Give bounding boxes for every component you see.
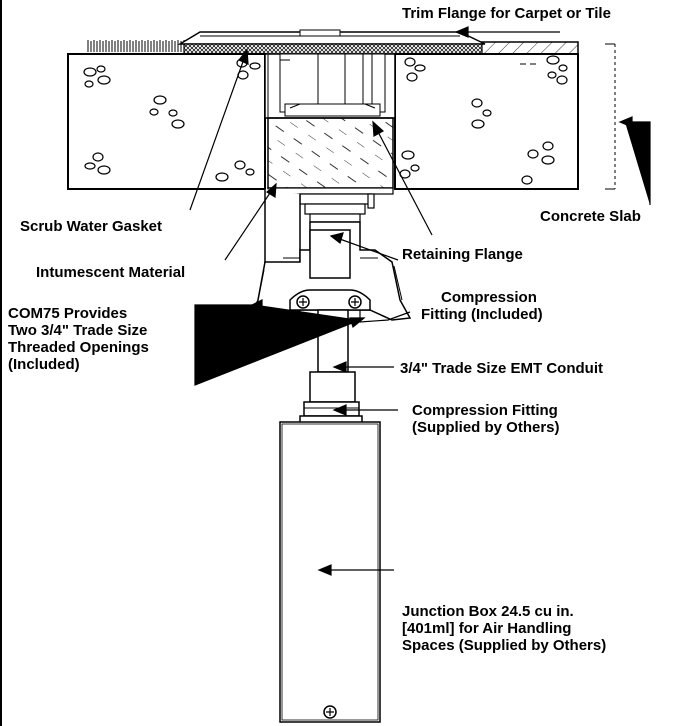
label-emt-conduit: 3/4" Trade Size EMT Conduit bbox=[400, 360, 603, 377]
label-retaining-flange: Retaining Flange bbox=[402, 246, 523, 263]
label-com75: COM75 Provides Two 3/4" Trade Size Threa… bbox=[8, 305, 149, 373]
label-compression-fitting-included: Compression Fitting (Included) bbox=[421, 289, 543, 323]
carpet-fringe bbox=[87, 40, 185, 52]
screw-icon bbox=[296, 295, 362, 309]
label-concrete-slab: Concrete Slab bbox=[540, 208, 641, 225]
concrete-slab-right bbox=[394, 53, 579, 190]
intumescent-block bbox=[267, 117, 394, 189]
label-compression-fitting-others: Compression Fitting (Supplied by Others) bbox=[412, 402, 560, 436]
concrete-slab-left bbox=[67, 53, 266, 190]
compression-fitting-included bbox=[289, 229, 371, 311]
trim-flange bbox=[177, 29, 486, 55]
upper-housing bbox=[264, 53, 396, 119]
label-intumescent-material: Intumescent Material bbox=[36, 264, 186, 281]
slab-dimension-bracket bbox=[605, 43, 616, 190]
label-scrub-water-gasket: Scrub Water Gasket bbox=[20, 218, 162, 235]
label-trim-flange: Trim Flange for Carpet or Tile bbox=[402, 5, 611, 22]
leader-lines bbox=[189, 26, 651, 576]
label-junction-box: Junction Box 24.5 cu in. [401ml] for Air… bbox=[402, 603, 607, 654]
